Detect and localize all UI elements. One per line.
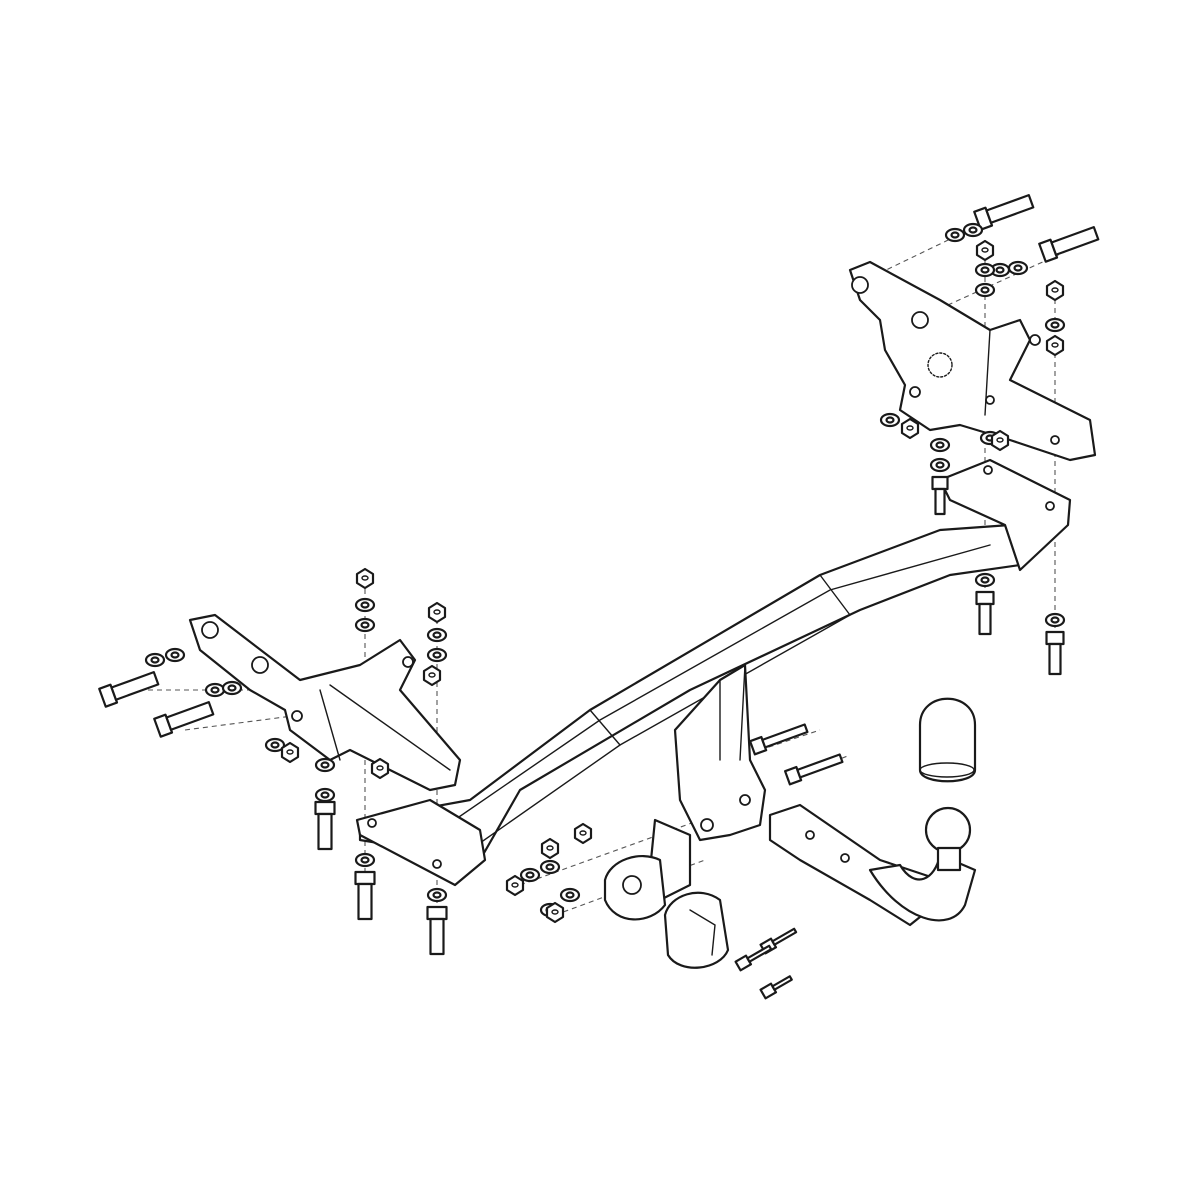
- washers: [144, 222, 1066, 918]
- bolt: [98, 671, 160, 708]
- washer: [974, 262, 996, 278]
- bolt: [426, 905, 448, 956]
- nut: [427, 601, 447, 624]
- nut: [422, 664, 442, 687]
- bolt: [759, 975, 793, 1000]
- nut: [280, 741, 300, 764]
- manufacturer-stamp: [927, 352, 953, 378]
- nut: [990, 429, 1010, 452]
- washer: [519, 867, 541, 883]
- tow-ball: [924, 806, 972, 854]
- bolt: [1038, 226, 1100, 263]
- washer: [539, 859, 561, 875]
- nut: [540, 837, 560, 860]
- washer: [426, 647, 448, 663]
- washer: [354, 597, 376, 613]
- washer: [1007, 260, 1029, 276]
- right-end-plate: [938, 458, 1072, 572]
- bolts: [98, 194, 1100, 1000]
- washer: [314, 757, 336, 773]
- bolt: [973, 194, 1035, 231]
- bolt: [1045, 630, 1065, 676]
- nut: [370, 757, 390, 780]
- washer: [204, 682, 226, 698]
- washer: [354, 617, 376, 633]
- nuts: [280, 239, 1065, 924]
- crossbar: [355, 458, 1072, 887]
- nut: [975, 239, 995, 262]
- nut: [573, 822, 593, 845]
- washer: [426, 887, 448, 903]
- nut: [505, 874, 525, 897]
- washer: [264, 737, 286, 753]
- washer: [314, 787, 336, 803]
- washer: [962, 222, 984, 238]
- washer: [974, 572, 996, 588]
- washer: [929, 437, 951, 453]
- bolt: [931, 475, 949, 516]
- neck-mounting-plate: [673, 663, 767, 842]
- washer: [164, 647, 186, 663]
- electrical-socket: [663, 891, 730, 969]
- electrical-socket-bracket: [603, 818, 692, 921]
- washer: [354, 852, 376, 868]
- left-end-plate: [355, 798, 487, 887]
- nut: [1045, 334, 1065, 357]
- washer: [144, 652, 166, 668]
- washer: [1044, 317, 1066, 333]
- washer: [944, 227, 966, 243]
- bolt: [975, 590, 995, 636]
- left-side-bracket: [188, 613, 462, 792]
- washer: [879, 412, 901, 428]
- nut: [900, 417, 920, 440]
- nut: [355, 567, 375, 590]
- bolt: [748, 723, 809, 756]
- washer: [559, 887, 581, 903]
- washer: [929, 457, 951, 473]
- right-side-bracket: [848, 260, 1097, 462]
- bolt: [734, 944, 773, 972]
- nut: [1045, 279, 1065, 302]
- bolt: [783, 753, 844, 786]
- tow-ball-cap: [918, 697, 977, 783]
- bolt: [153, 701, 215, 738]
- bolt: [314, 800, 336, 851]
- tow-ball-neck: [768, 803, 977, 927]
- nut: [545, 901, 565, 924]
- washer: [1044, 612, 1066, 628]
- bolt: [354, 870, 376, 921]
- washer: [974, 282, 996, 298]
- washer: [426, 627, 448, 643]
- washer: [221, 680, 243, 696]
